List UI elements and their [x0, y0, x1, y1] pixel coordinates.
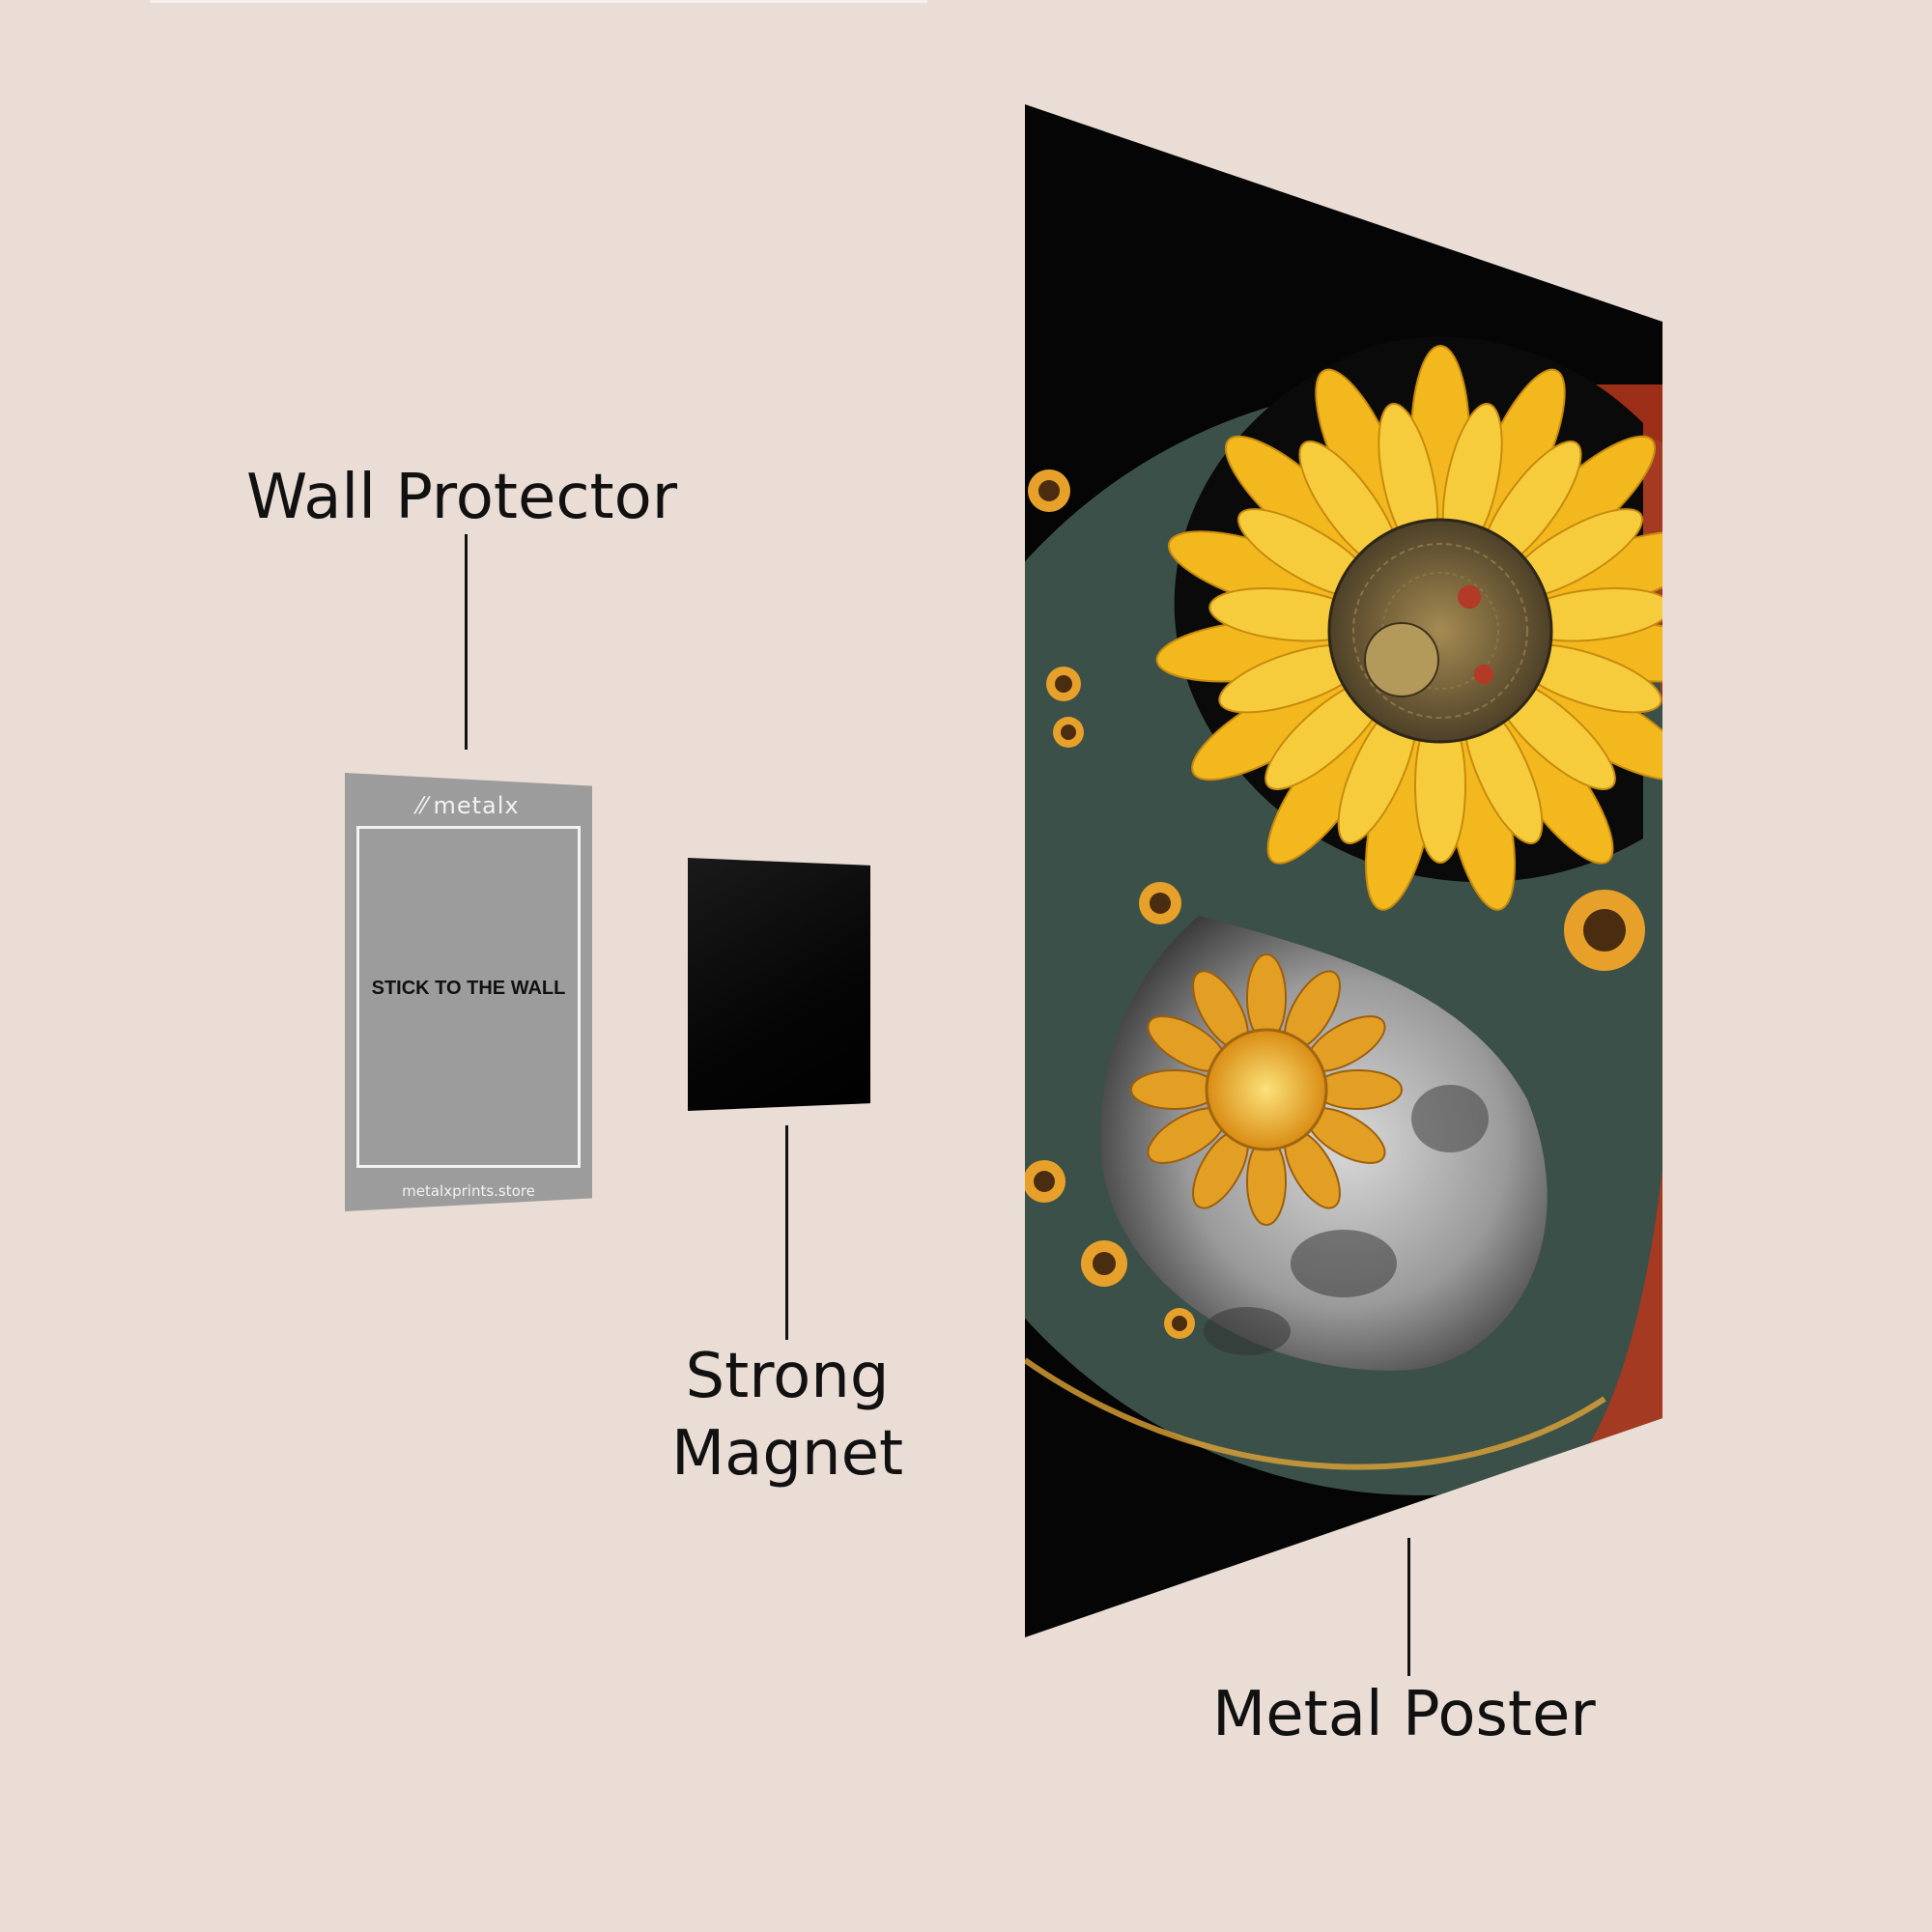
- protector-url: metalxprints.store: [402, 1182, 535, 1200]
- poster-artwork: [1025, 336, 1662, 1495]
- metal-poster-label: Metal Poster: [1212, 1679, 1596, 1750]
- metal-poster-leader-line: [1407, 1538, 1410, 1676]
- protector-frame: [356, 826, 581, 1168]
- metal-poster: [1025, 104, 1662, 1637]
- strong-magnet-label-line1: Strong: [685, 1341, 890, 1412]
- metalx-logo: ⁄⁄metalx: [345, 792, 592, 819]
- strong-magnet: [688, 858, 870, 1111]
- moon-crater: [1204, 1307, 1291, 1355]
- strong-magnet-label-line2: Magnet: [670, 1418, 904, 1490]
- golden-rim: [1025, 1357, 1606, 1470]
- wall-protector: ⁄⁄metalx STICK TO THE WALL metalxprints.…: [345, 773, 592, 1211]
- moon-crater: [1291, 1230, 1397, 1297]
- metalx-logo-icon: ⁄⁄: [417, 792, 428, 819]
- strong-magnet-leader-line: [785, 1125, 788, 1340]
- wall-protector-leader-line: [465, 534, 468, 750]
- wall-protector-label: Wall Protector: [246, 462, 678, 533]
- small-sunflowers: [1025, 469, 1645, 1339]
- stick-to-wall-text: STICK TO THE WALL: [371, 978, 566, 999]
- strong-magnet-label: Strong Magnet: [667, 1338, 908, 1492]
- moon-crater: [1411, 1085, 1489, 1152]
- big-sunflower: [1155, 345, 1662, 911]
- moon-sunflower: [1130, 953, 1403, 1226]
- top-strip: [150, 0, 927, 3]
- metalx-logo-text: metalx: [433, 792, 520, 819]
